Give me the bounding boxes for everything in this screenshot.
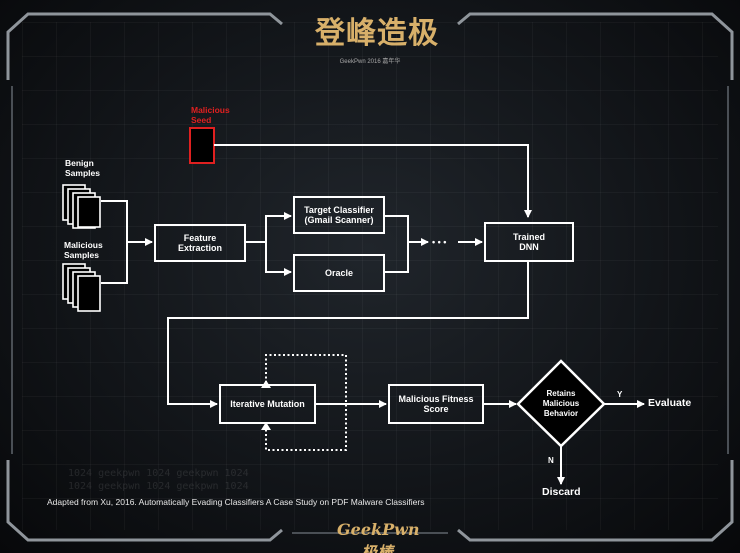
mutation-loop bbox=[265, 354, 347, 451]
iterative-mutation-box: Iterative Mutation bbox=[219, 384, 316, 424]
frame-bottom-left bbox=[6, 460, 283, 542]
connectors bbox=[101, 144, 645, 485]
malicious-samples-label: Malicious Samples bbox=[64, 240, 103, 260]
yes-label: Y bbox=[617, 390, 623, 399]
discard-label: Discard bbox=[542, 486, 581, 498]
frame-top-left bbox=[6, 12, 283, 80]
target-classifier-box: Target Classifier (Gmail Scanner) bbox=[293, 196, 385, 234]
arrow-to-oracle bbox=[265, 242, 292, 276]
watermark-line-1: 1024 geekpwn 1024 geekpwn 1024 bbox=[68, 468, 249, 479]
benign-samples-label: Benign Samples bbox=[65, 158, 100, 178]
arrow-seed-to-dnn bbox=[214, 144, 532, 218]
malicious-fitness-score-box: Malicious Fitness Score bbox=[388, 384, 484, 424]
line-target-join bbox=[385, 215, 409, 273]
event-logo: 登峰造极 bbox=[315, 16, 439, 51]
arrow-to-target bbox=[265, 212, 292, 242]
citation-caption: Adapted from Xu, 2016. Automatically Eva… bbox=[47, 497, 425, 507]
malicious-seed-doc bbox=[189, 127, 215, 164]
decision-diamond bbox=[516, 359, 606, 448]
malicious-samples-stack bbox=[62, 263, 101, 312]
evaluate-label: Evaluate bbox=[648, 397, 692, 409]
benign-samples-stack bbox=[62, 184, 101, 229]
malicious-seed-label: Malicious Seed bbox=[191, 105, 230, 125]
frame-bottom-right bbox=[457, 460, 734, 542]
decision-label: Retains Malicious Behavior bbox=[542, 389, 580, 418]
line-benign-to-merge bbox=[101, 200, 128, 284]
loop-arrowhead-bottom bbox=[261, 422, 271, 430]
geekpwn-logo: GeekPwn 极棒 bbox=[337, 520, 420, 553]
frame bbox=[6, 12, 734, 542]
watermark-line-2: 1024 geekpwn 1024 geekpwn 1024 bbox=[68, 481, 249, 492]
ellipsis: • • • bbox=[432, 237, 447, 247]
frame-top-right bbox=[457, 12, 734, 80]
event-logo-subtitle: GeekPwn 2016 嘉年华 bbox=[339, 59, 401, 65]
trained-dnn-box: Trained DNN bbox=[484, 222, 574, 262]
oracle-box: Oracle bbox=[293, 254, 385, 292]
feature-extraction-box: Feature Extraction bbox=[154, 224, 246, 262]
no-label: N bbox=[548, 456, 554, 465]
background-grid bbox=[22, 22, 718, 530]
arrow-dnn-to-mutation bbox=[167, 262, 529, 408]
